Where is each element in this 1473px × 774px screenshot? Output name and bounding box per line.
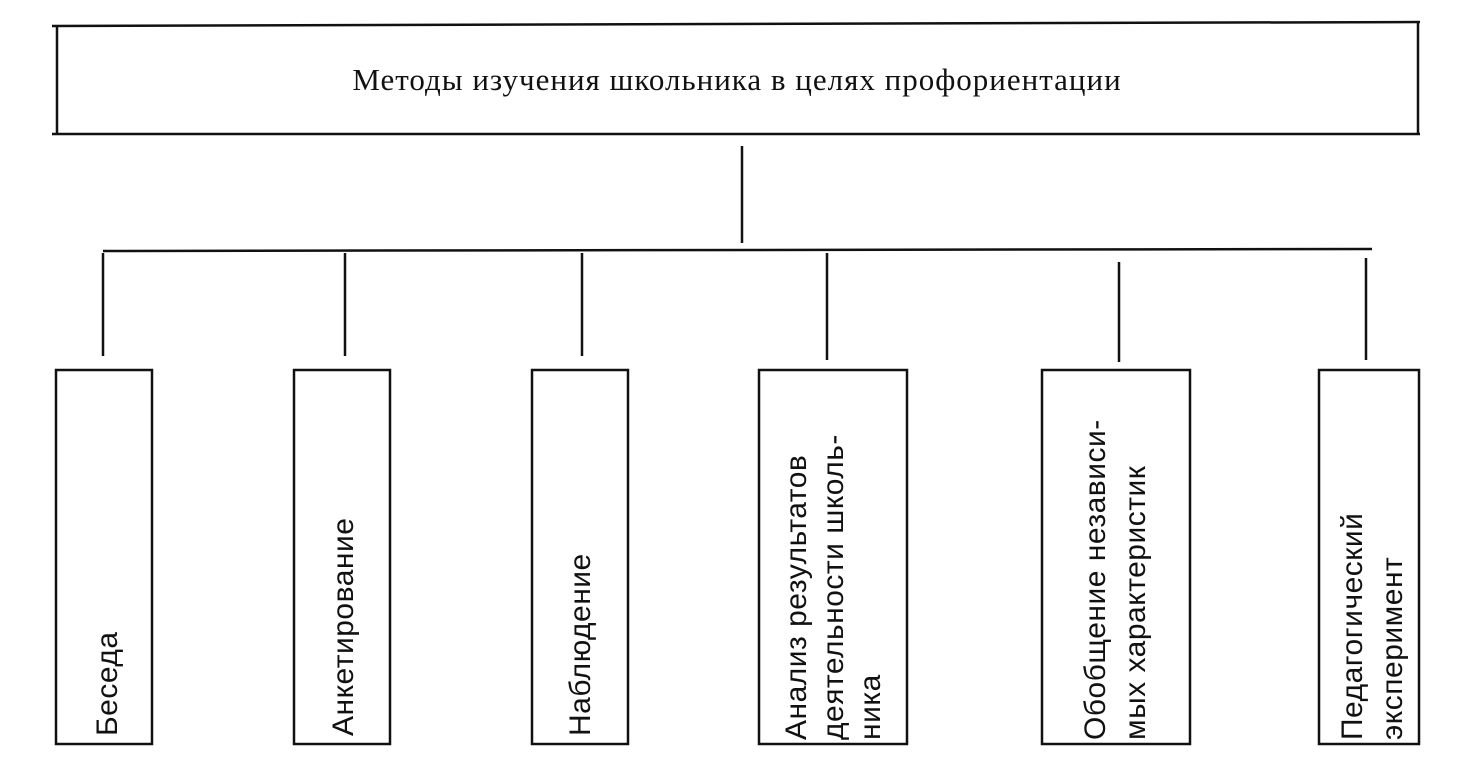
method-label-3: Наблюдение: [564, 553, 597, 736]
diagram-title: Методы изучения школьника в целях профор…: [352, 62, 1121, 97]
method-label-1: Беседа: [91, 631, 124, 736]
branch-bus-line: [102, 247, 1373, 253]
connector-lines: [101, 146, 1373, 362]
method-box-5: Обобщение независи- мых характеристик: [1040, 368, 1192, 746]
method-label-4: Анализ результатов деятельности школь- н…: [780, 425, 887, 740]
method-box-2: Анкетирование: [292, 368, 392, 746]
method-box-4: Анализ результатов деятельности школь- н…: [757, 368, 909, 746]
method-label-5: Обобщение независи- мых характеристик: [1079, 410, 1152, 740]
title-box: Методы изучения школьника в целях профор…: [51, 20, 1421, 136]
method-box-3: Наблюдение: [530, 368, 630, 746]
method-box-1: Беседа: [54, 368, 154, 746]
method-label-6: Педагогический эксперимент: [1336, 504, 1409, 740]
method-label-2: Анкетирование: [327, 518, 360, 736]
method-box-6: Педагогический эксперимент: [1317, 368, 1421, 746]
